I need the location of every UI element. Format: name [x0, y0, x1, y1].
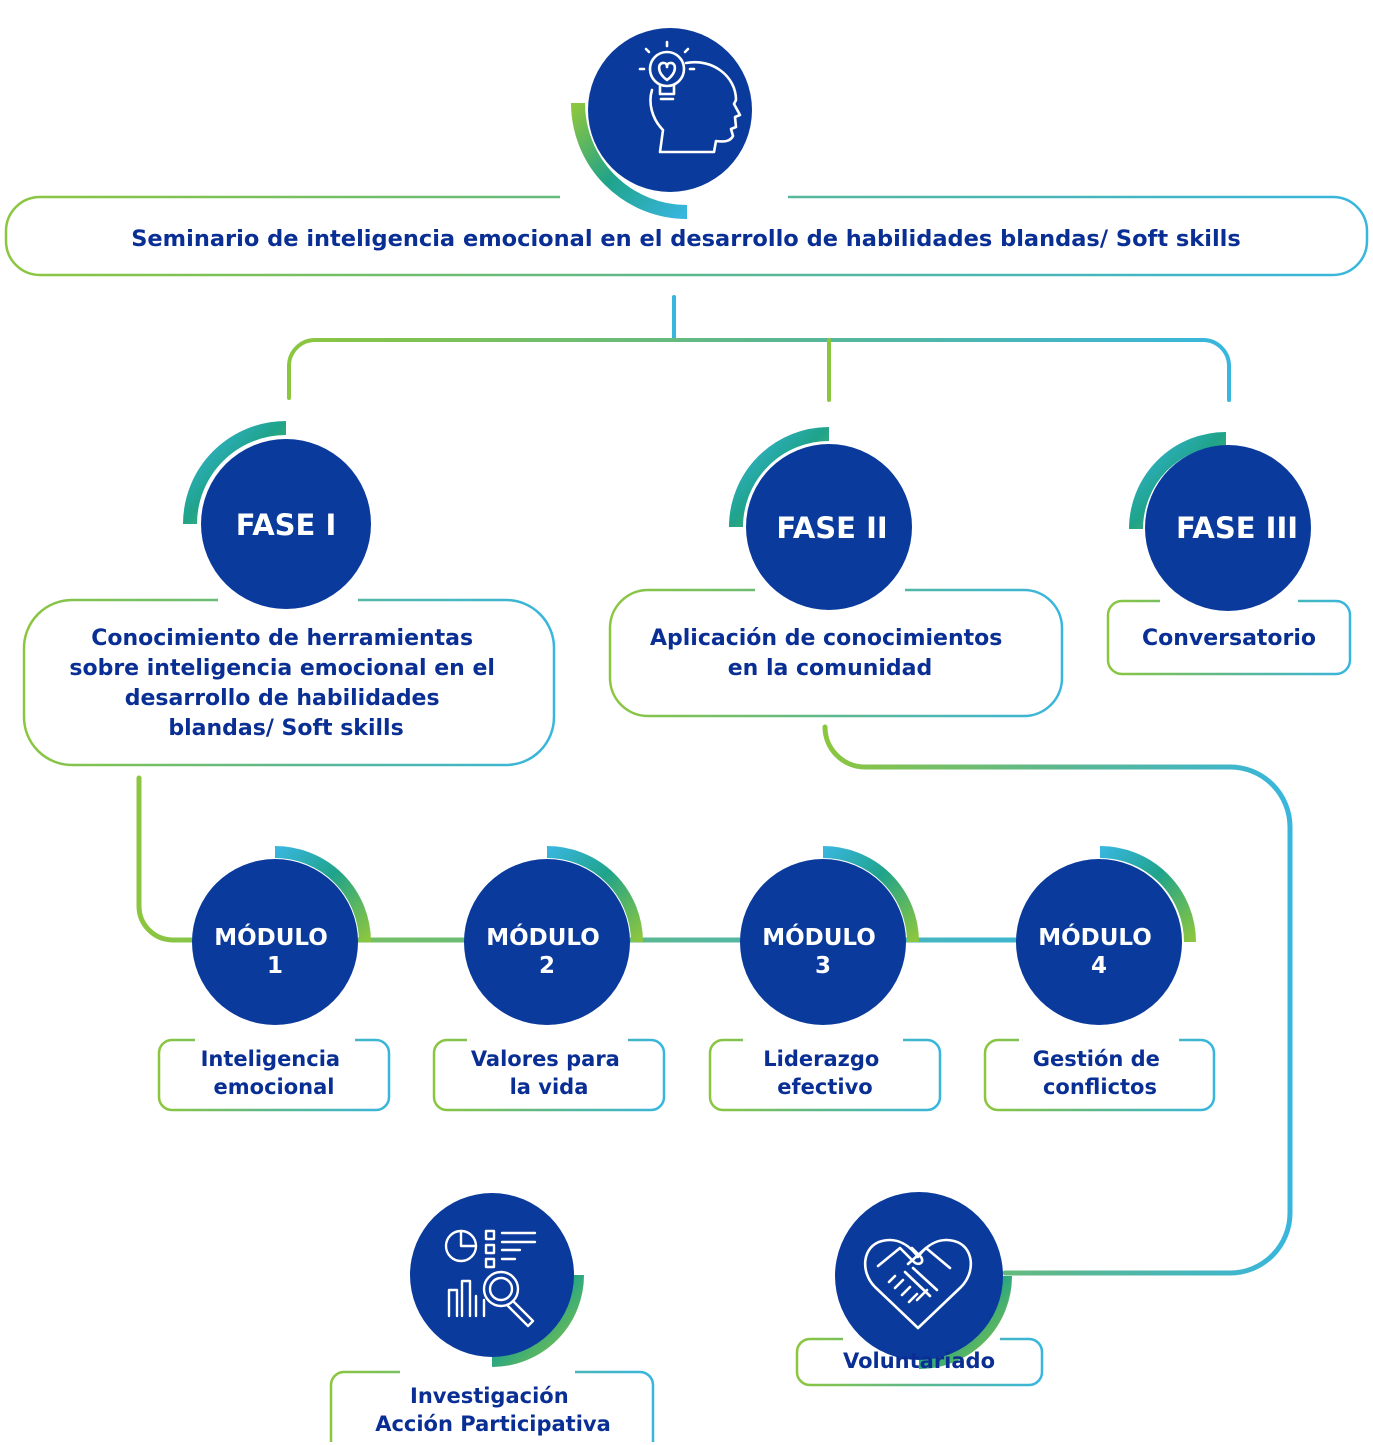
- head-lightbulb-heart-icon: [638, 40, 742, 154]
- module-label-line: 3: [815, 953, 831, 979]
- phase-node-3: FASE III: [1129, 432, 1311, 611]
- phase-description: Conversatorio: [1142, 626, 1316, 651]
- module-topic-line: Liderazgo: [763, 1047, 879, 1071]
- phase-box-2: Aplicación de conocimientos en la comuni…: [608, 588, 1064, 718]
- module-topic-4: Gestión de conflictos: [983, 1038, 1216, 1112]
- title-box: Seminario de inteligencia emocional en e…: [4, 195, 1369, 277]
- module-connectors: [136, 775, 1103, 943]
- phase-description-line: Aplicación de conocimientos: [650, 626, 1002, 651]
- module-topic-line: la vida: [510, 1075, 589, 1099]
- top-icon-node: [571, 28, 752, 219]
- module-label-line: 4: [1091, 953, 1107, 979]
- outcome-node-research: [410, 1193, 584, 1367]
- outcome-label-line: Investigación: [410, 1384, 569, 1408]
- outcome-label: Voluntariado: [843, 1349, 995, 1373]
- module-topic-line: conflictos: [1043, 1075, 1157, 1099]
- heart-handshake-icon: [863, 1238, 973, 1330]
- module-topic-line: emocional: [214, 1075, 335, 1099]
- module-topic-3: Liderazgo efectivo: [708, 1038, 942, 1112]
- module-topic-line: efectivo: [777, 1075, 872, 1099]
- module-topic: Inteligencia emocional: [201, 1047, 348, 1099]
- phase-node-1: FASE I: [183, 421, 371, 609]
- phase-description-line: sobre inteligencia emocional en el: [69, 656, 495, 681]
- phase-description-line: desarrollo de habilidades: [125, 686, 440, 711]
- phase-label: FASE II: [776, 511, 887, 545]
- module-label-line: 1: [267, 953, 283, 979]
- phase-description: Conocimiento de herramientas sobre intel…: [69, 626, 502, 741]
- module-topic-1: Inteligencia emocional: [157, 1038, 391, 1112]
- phase-box-3: Conversatorio: [1106, 599, 1352, 676]
- module-topic-line: Valores para: [471, 1047, 620, 1071]
- module-topic-line: Inteligencia: [201, 1047, 340, 1071]
- module-node-4: MÓDULO 4: [1016, 846, 1196, 1025]
- module-node-3: MÓDULO 3: [740, 846, 919, 1025]
- seminar-title: Seminario de inteligencia emocional en e…: [131, 226, 1241, 252]
- outcome-node-volunteer: [835, 1192, 1012, 1369]
- outcome-label-line: Acción Participativa: [375, 1412, 611, 1436]
- module-label: MÓDULO 1: [214, 923, 336, 979]
- outcome-label: Investigación Acción Participativa: [375, 1384, 611, 1436]
- outcome-box-research: Investigación Acción Participativa: [329, 1370, 655, 1442]
- module-label-line: MÓDULO: [1038, 923, 1152, 951]
- module-topic: Valores para la vida: [471, 1047, 627, 1099]
- module-node-1: MÓDULO 1: [192, 846, 371, 1025]
- phase-description-line: en la comunidad: [728, 656, 933, 681]
- module-label: MÓDULO 4: [1038, 923, 1160, 979]
- module-topic: Gestión de conflictos: [1033, 1047, 1168, 1099]
- module-topic-line: Gestión de: [1033, 1047, 1160, 1071]
- phase-description: Aplicación de conocimientos en la comuni…: [650, 626, 1010, 681]
- phase-box-1: Conocimiento de herramientas sobre intel…: [22, 598, 556, 767]
- module-label: MÓDULO 2: [486, 923, 608, 979]
- outcome-connectors: [557, 724, 1293, 1276]
- chart-magnifier-icon: [444, 1229, 537, 1328]
- module-node-2: MÓDULO 2: [464, 846, 643, 1025]
- module-label: MÓDULO 3: [762, 923, 884, 979]
- module-topic-2: Valores para la vida: [432, 1038, 666, 1112]
- module-label-line: MÓDULO: [486, 923, 600, 951]
- phase-label: FASE III: [1176, 511, 1298, 545]
- module-topic: Liderazgo efectivo: [763, 1047, 886, 1099]
- module-label-line: 2: [539, 953, 555, 979]
- phase-label: FASE I: [236, 508, 337, 542]
- outcome-box-volunteer: Voluntariado: [795, 1337, 1044, 1387]
- phase-connectors: [287, 295, 1231, 402]
- phase-description-line: Conocimiento de herramientas: [91, 626, 473, 651]
- module-label-line: MÓDULO: [214, 923, 328, 951]
- phase-description-line: blandas/ Soft skills: [168, 716, 403, 741]
- phase-node-2: FASE II: [729, 427, 912, 610]
- module-label-line: MÓDULO: [762, 923, 876, 951]
